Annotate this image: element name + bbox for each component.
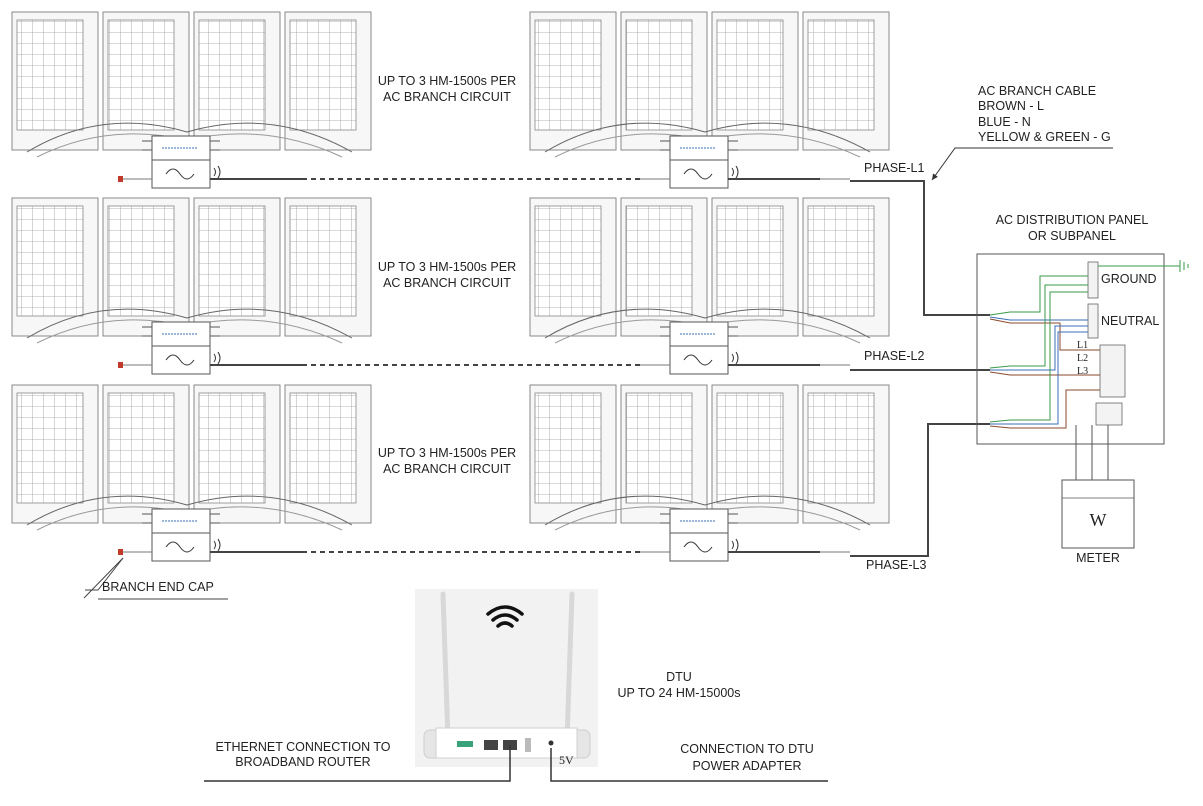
array-group [11, 384, 640, 562]
svg-text:AC BRANCH CIRCUIT: AC BRANCH CIRCUIT [383, 276, 511, 290]
phase-l3-label: PHASE-L3 [866, 558, 926, 572]
svg-text:YELLOW & GREEN - G: YELLOW & GREEN - G [978, 130, 1111, 144]
distribution-panel: AC DISTRIBUTION PANEL OR SUBPANEL GROUND… [976, 213, 1189, 480]
microinverter [151, 508, 211, 562]
array-group [11, 11, 640, 189]
ground-symbol-icon [1098, 260, 1189, 272]
branch-label-1: UP TO 3 HM-1500s PER AC BRANCH CIRCUIT [378, 74, 516, 104]
microinverter [151, 135, 211, 189]
svg-text:AC DISTRIBUTION PANEL: AC DISTRIBUTION PANEL [996, 213, 1149, 227]
dtu-title: DTU [666, 670, 692, 684]
array-group [529, 11, 890, 189]
phase-l3-wire [850, 423, 990, 557]
branch-end-cap-callout: BRANCH END CAP [83, 557, 228, 600]
meter: W METER [1061, 479, 1135, 565]
branch-label-3: UP TO 3 HM-1500s PER AC BRANCH CIRCUIT [378, 446, 516, 476]
svg-text:AC BRANCH CABLE: AC BRANCH CABLE [978, 84, 1096, 98]
solar-arrays [11, 11, 890, 562]
svg-text:L3: L3 [1077, 366, 1088, 377]
svg-text:L2: L2 [1077, 353, 1088, 364]
end-cap [118, 362, 123, 368]
svg-text:BROWN - L: BROWN - L [978, 99, 1044, 113]
svg-text:BRANCH END CAP: BRANCH END CAP [102, 580, 214, 594]
ethernet-label-2: BROADBAND ROUTER [235, 755, 370, 769]
phase-l2-label: PHASE-L2 [864, 349, 924, 363]
ethernet-cable [204, 745, 511, 782]
wifi-icon [486, 605, 524, 628]
svg-text:OR SUBPANEL: OR SUBPANEL [1028, 229, 1116, 243]
ac-cable-note: AC BRANCH CABLE BROWN - L BLUE - N YELLO… [931, 84, 1113, 181]
dtu-5v-label: 5V [559, 753, 574, 767]
microinverter [151, 321, 211, 375]
array-group [529, 384, 890, 562]
svg-text:BLUE - N: BLUE - N [978, 115, 1031, 129]
svg-text:L1: L1 [1077, 340, 1088, 351]
microinverter [669, 508, 729, 562]
neutral-label: NEUTRAL [1101, 314, 1159, 328]
power-adapter-label-2: POWER ADAPTER [692, 759, 801, 773]
array-group [11, 197, 640, 375]
branch-label-2: UP TO 3 HM-1500s PER AC BRANCH CIRCUIT [378, 260, 516, 290]
power-cable [550, 748, 828, 782]
microinverter [669, 321, 729, 375]
phase-l1-wire [850, 180, 990, 316]
meter-symbol: W [1090, 510, 1107, 530]
microinverter [669, 135, 729, 189]
svg-text:AC BRANCH CIRCUIT: AC BRANCH CIRCUIT [383, 462, 511, 476]
ethernet-label-1: ETHERNET CONNECTION TO [215, 740, 390, 754]
phase-l1-label: PHASE-L1 [864, 161, 924, 175]
ground-label: GROUND [1101, 272, 1157, 286]
svg-text:UP TO 3 HM-1500s PER: UP TO 3 HM-1500s PER [378, 74, 516, 88]
svg-text:UP TO 3 HM-1500s PER: UP TO 3 HM-1500s PER [378, 260, 516, 274]
end-cap [118, 549, 123, 555]
power-adapter-label-1: CONNECTION TO DTU [680, 742, 814, 756]
end-cap [118, 176, 123, 182]
svg-text:AC BRANCH CIRCUIT: AC BRANCH CIRCUIT [383, 90, 511, 104]
dtu-device: 5V [415, 589, 598, 767]
svg-text:UP TO 3 HM-1500s PER: UP TO 3 HM-1500s PER [378, 446, 516, 460]
dtu-subtitle: UP TO 24 HM-15000s [618, 686, 741, 700]
array-group [529, 197, 890, 375]
meter-label: METER [1076, 551, 1120, 565]
